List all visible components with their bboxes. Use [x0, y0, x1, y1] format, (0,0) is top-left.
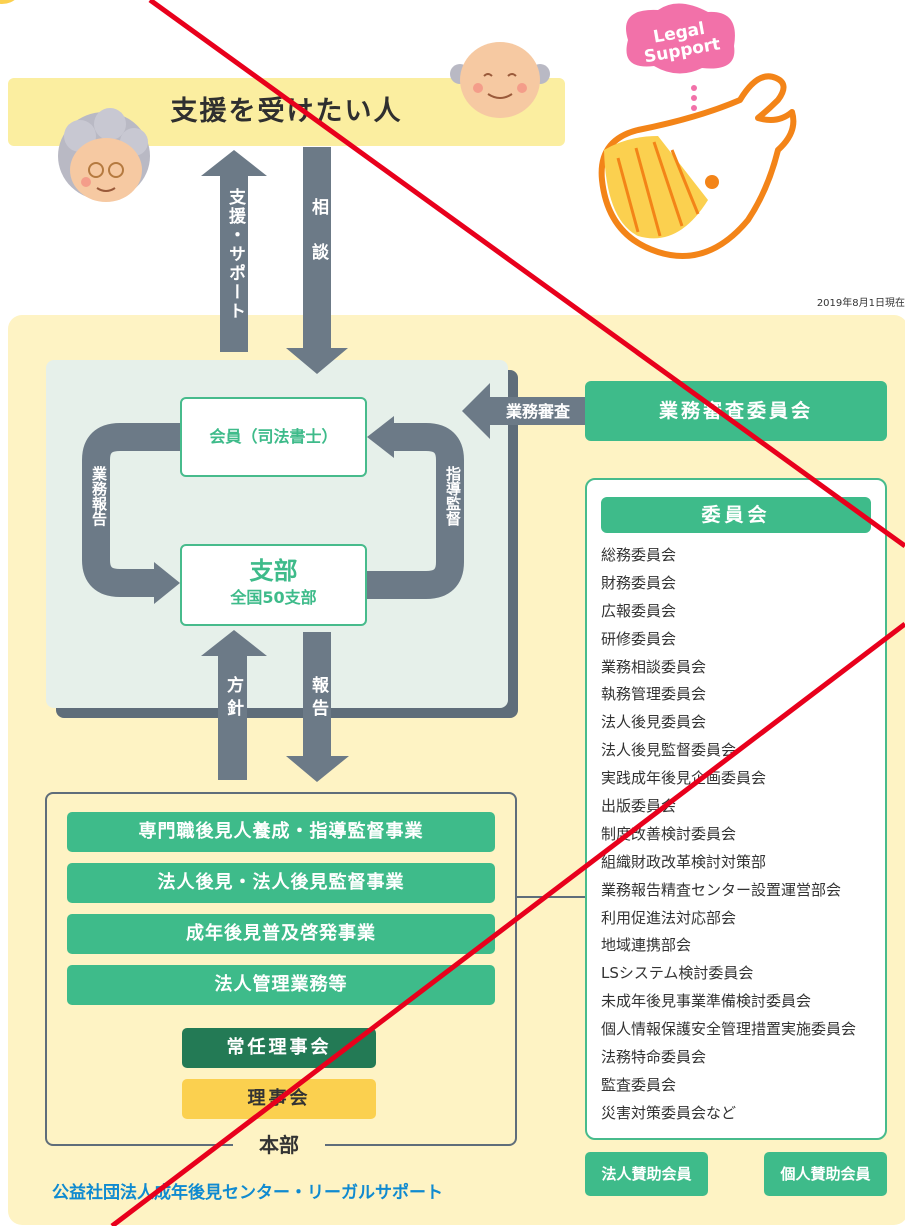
- committee-item: LSシステム検討委員会: [601, 964, 754, 983]
- committee-item: 実践成年後見企画委員会: [601, 769, 767, 788]
- elderly-woman-icon: [58, 108, 150, 202]
- committee-item: 組織財政改革検討対策部: [601, 852, 767, 871]
- standing-board-box: 常任理事会: [182, 1028, 376, 1068]
- committee-item: 未成年後見事業準備検討委員会: [601, 992, 812, 1011]
- branch-title: 支部: [249, 557, 298, 585]
- committee-item: 業務相談委員会: [601, 657, 707, 676]
- report-label: 報告: [308, 676, 328, 722]
- headquarters-label: 本部: [233, 1130, 325, 1160]
- committee-list: 総務委員会 財務委員会 広報委員会 研修委員会 業務相談委員会 執務管理委員会 …: [601, 542, 881, 1128]
- corporate-supporting-member-box: 法人賛助会員: [585, 1152, 708, 1196]
- review-label: 業務審査: [505, 402, 570, 421]
- branch-subtitle: 全国50支部: [230, 588, 317, 607]
- committee-item: 個人情報保護安全管理措置実施委員会: [601, 1020, 857, 1039]
- committee-item: 法務特命委員会: [601, 1048, 707, 1067]
- project-item: 法人管理業務等: [67, 965, 495, 1005]
- committee-list-box: [585, 478, 887, 1140]
- committee-item: 法人後見監督委員会: [601, 741, 737, 760]
- project-item: 専門職後見人養成・指導監督事業: [67, 812, 495, 852]
- committee-item: 財務委員会: [601, 573, 677, 592]
- individual-supporting-member-box: 個人賛助会員: [764, 1152, 887, 1196]
- committee-title: 委員会: [601, 497, 871, 533]
- member-box: 会員（司法書士）: [180, 397, 367, 477]
- consult-label: 相談: [308, 198, 328, 288]
- guidance-label: 指導監督: [444, 466, 462, 526]
- committee-item: 監査委員会: [601, 1075, 677, 1094]
- committee-item: 利用促進法対応部会: [601, 908, 737, 927]
- committee-item: 地域連携部会: [601, 936, 692, 955]
- support-label: 支援・サポート: [225, 188, 245, 321]
- project-item: 法人後見・法人後見監督事業: [67, 863, 495, 903]
- legal-support-whale-logo: LegalSupport: [598, 3, 797, 259]
- committee-item: 広報委員会: [601, 601, 677, 620]
- as-of-date: 2019年8月1日現在: [816, 298, 905, 309]
- branch-box: 支部 全国50支部: [180, 544, 367, 626]
- target-title: 支援を受けたい人: [170, 96, 403, 127]
- member-label: 会員（司法書士）: [209, 427, 338, 446]
- committee-item: 法人後見委員会: [601, 713, 707, 732]
- business-report-label: 業務報告: [90, 466, 108, 526]
- review-committee-box: 業務審査委員会: [585, 381, 887, 441]
- committee-item: 業務報告精査センター設置運営部会: [601, 880, 842, 899]
- elderly-man-icon: [450, 42, 550, 118]
- project-item: 成年後見普及啓発事業: [67, 914, 495, 954]
- committee-item: 総務委員会: [601, 546, 677, 564]
- committee-item: 研修委員会: [601, 629, 677, 648]
- policy-label: 方針: [223, 676, 243, 722]
- committee-item: 災害対策委員会など: [601, 1103, 737, 1122]
- committee-item: 執務管理委員会: [601, 685, 707, 704]
